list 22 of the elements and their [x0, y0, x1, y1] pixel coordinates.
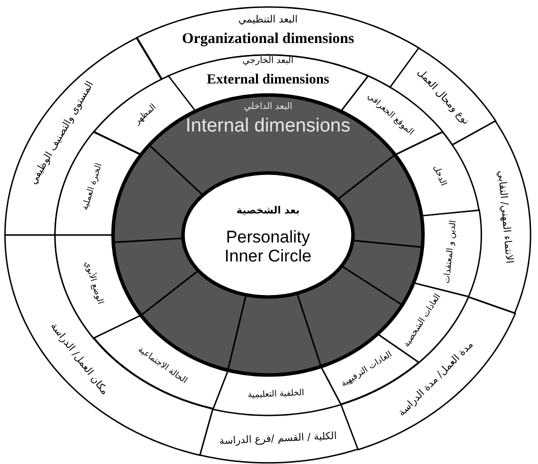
segment-label: الكلية / القسم /فرع الدراسة — [219, 430, 338, 447]
ring-heading: البعد الخارجي — [242, 57, 294, 67]
segment-label: الخلفية التعليمية — [248, 388, 304, 401]
ellipse-label: Personality Inner Circle — [224, 228, 312, 266]
ellipse-label: بعد الشخصية — [236, 206, 300, 216]
ring-heading: External dimensions — [206, 72, 330, 88]
segment-label: الدين و المعتقدات — [443, 220, 459, 284]
segment-label: الموقع الجغرافي — [364, 92, 415, 138]
segment-label: الحالة الاجتماعية — [136, 346, 189, 386]
ring-heading: Internal dimensions — [186, 116, 350, 138]
segment-label: الانتماء المهني/ النقابي — [496, 170, 515, 264]
segment-label: الدخل — [430, 164, 448, 188]
ring-heading: البعد الداخلي — [244, 103, 292, 113]
segment-label: العادات الترفيهية — [340, 350, 394, 390]
ring-heading: Organizational dimensions — [182, 30, 354, 48]
segment-label: الوضع الأبوي — [81, 260, 104, 306]
segment-label: نوع ومجال العمل — [415, 67, 472, 128]
segment-label: المظهر — [133, 103, 159, 128]
segment-label: الخبرة العملية — [80, 162, 104, 212]
segment-label: مكان العمل/ الدراسة — [48, 321, 110, 398]
ring-heading: البعد التنظيمي — [238, 14, 298, 26]
segment-label: العادات الشخصية — [402, 292, 444, 350]
